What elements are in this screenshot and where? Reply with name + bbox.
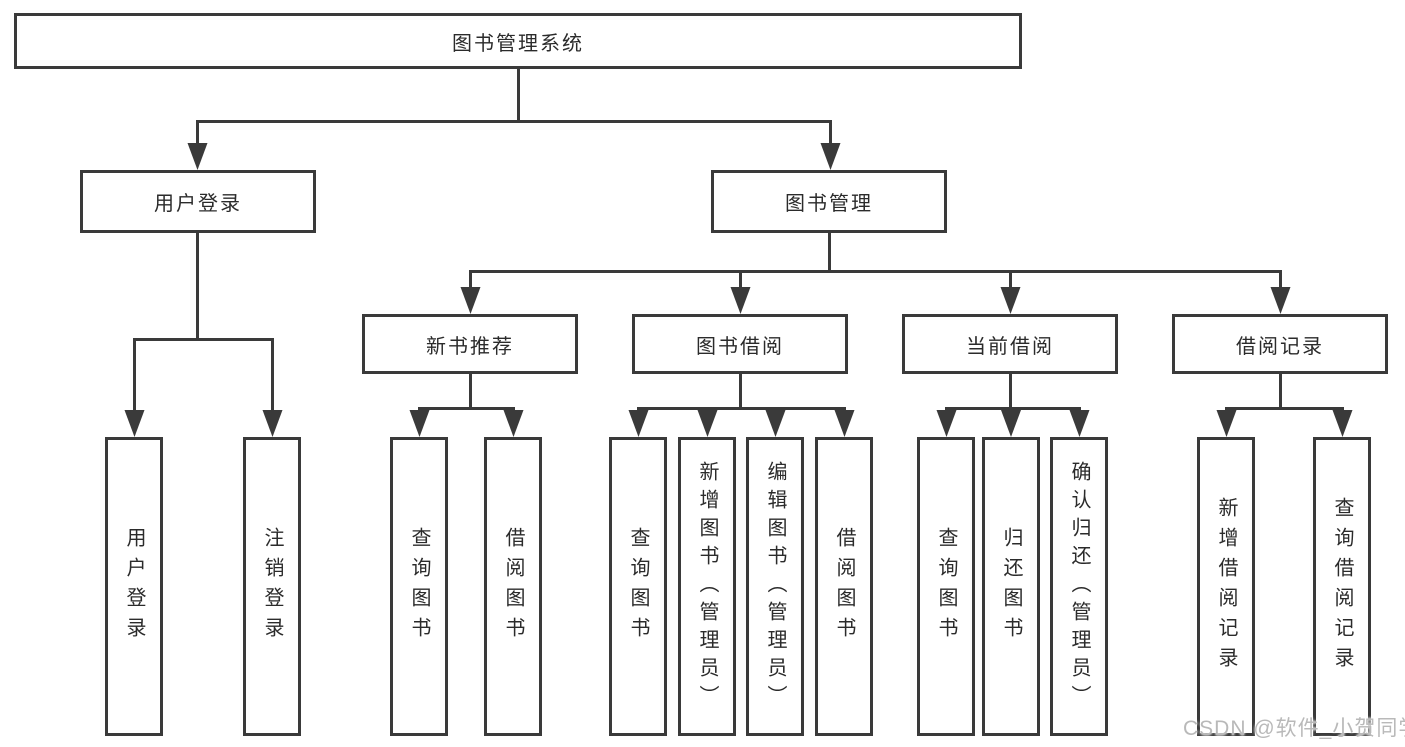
leaf-add-book-admin: 新增图书（管理员）	[678, 437, 736, 736]
arrow-down-icon	[1001, 410, 1021, 437]
arrow-down-icon	[1332, 410, 1353, 437]
leaf-edit-book-admin: 编辑图书（管理员）	[746, 437, 804, 736]
arrow-down-icon	[262, 410, 283, 437]
node-label: 查询图书	[408, 526, 430, 647]
node-user-login: 用户登录	[80, 170, 316, 233]
node-label: 借阅图书	[502, 526, 524, 647]
arrow-down-icon	[765, 410, 786, 437]
edge-root-bar	[196, 120, 832, 146]
arrow-down-icon	[628, 410, 649, 437]
arrow-down-icon	[820, 143, 841, 170]
edge-records-bar	[1225, 407, 1344, 414]
node-borrowing-records: 借阅记录	[1172, 314, 1388, 374]
arrow-down-icon	[1069, 410, 1090, 437]
edge-borrowing-bar	[637, 407, 846, 414]
arrow-down-icon	[1270, 287, 1291, 314]
node-label: 查询图书	[935, 526, 957, 647]
edge-recommend-bar	[418, 407, 515, 414]
node-label: 借阅记录	[1236, 335, 1324, 358]
leaf-query-books-borrowing: 查询图书	[609, 437, 667, 736]
node-label: 用户登录	[123, 526, 145, 647]
arrow-down-icon	[697, 410, 718, 437]
leaf-logout: 注销登录	[243, 437, 301, 736]
leaf-user-login: 用户登录	[105, 437, 163, 736]
leaf-query-books-current: 查询图书	[917, 437, 975, 736]
node-label: 借阅图书	[833, 526, 855, 647]
leaf-borrow-books-recommend: 借阅图书	[484, 437, 542, 736]
node-label: 当前借阅	[966, 335, 1054, 358]
leaf-add-borrow-record: 新增借阅记录	[1197, 437, 1255, 736]
arrow-down-icon	[409, 410, 430, 437]
leaf-query-books-recommend: 查询图书	[390, 437, 448, 736]
node-label: 注销登录	[261, 526, 283, 647]
node-label: 查询借阅记录	[1331, 496, 1353, 677]
node-new-book-recommend: 新书推荐	[362, 314, 578, 374]
arrow-down-icon	[503, 410, 524, 437]
node-label: 新增借阅记录	[1215, 496, 1237, 677]
node-label: 新书推荐	[426, 335, 514, 358]
node-label: 图书管理系统	[452, 32, 584, 55]
node-label: 查询图书	[627, 526, 649, 647]
arrow-down-icon	[124, 410, 145, 437]
arrow-down-icon	[1216, 410, 1237, 437]
edge-bookmgmt-bar	[469, 270, 1282, 292]
arrow-down-icon	[834, 410, 855, 437]
arrow-down-icon	[936, 410, 957, 437]
node-current-borrowing: 当前借阅	[902, 314, 1118, 374]
leaf-query-borrow-record: 查询借阅记录	[1313, 437, 1371, 736]
node-label: 编辑图书（管理员）	[764, 460, 786, 713]
watermark: CSDN @软件_小贺同学	[1183, 717, 1405, 740]
leaf-return-book: 归还图书	[982, 437, 1040, 736]
arrow-down-icon	[460, 287, 481, 314]
node-label: 归还图书	[1000, 526, 1022, 647]
node-label: 确认归还（管理员）	[1068, 460, 1090, 713]
node-label: 新增图书（管理员）	[696, 460, 718, 713]
edge-userlogin-bar	[133, 338, 274, 414]
node-label: 图书借阅	[696, 335, 784, 358]
node-book-borrowing: 图书借阅	[632, 314, 848, 374]
leaf-confirm-return-admin: 确认归还（管理员）	[1050, 437, 1108, 736]
node-label: 用户登录	[154, 193, 242, 215]
node-library-management-system: 图书管理系统	[14, 13, 1022, 69]
arrow-down-icon	[730, 287, 751, 314]
leaf-borrow-books-borrowing: 借阅图书	[815, 437, 873, 736]
arrow-down-icon	[187, 143, 208, 170]
node-book-management: 图书管理	[711, 170, 947, 233]
node-label: 图书管理	[785, 193, 873, 215]
arrow-down-icon	[1000, 287, 1021, 314]
